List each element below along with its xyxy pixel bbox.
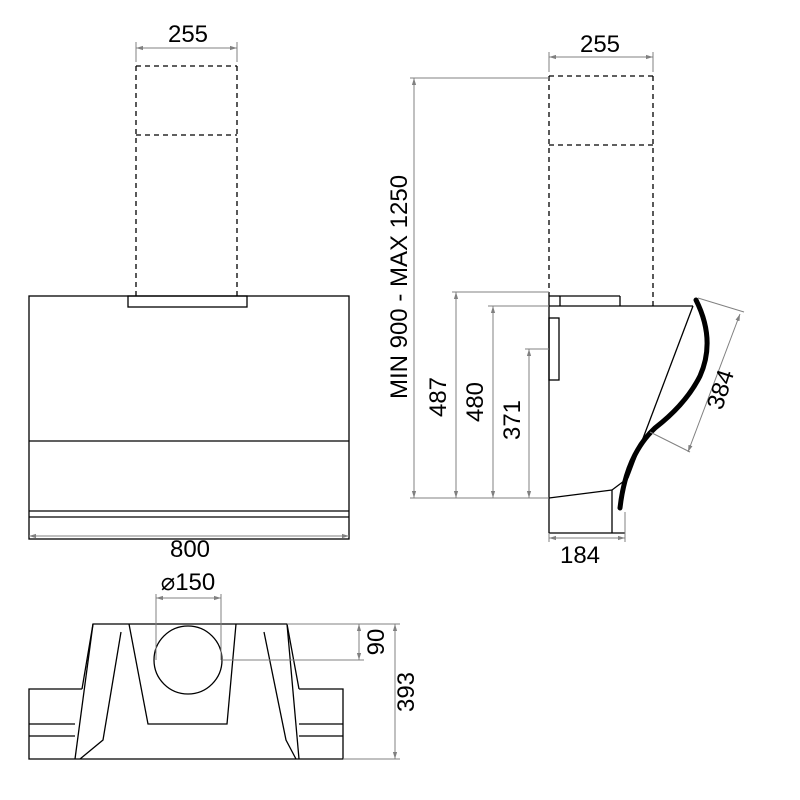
hood-width-dimension: 800	[29, 533, 349, 563]
height-371-dimension: 371	[499, 348, 549, 498]
duct-diameter-label: ⌀150	[161, 569, 216, 596]
top-depth-label: 393	[393, 672, 420, 712]
side-depth-label: 184	[560, 542, 600, 569]
side-view: 255 MIN 900 - MAX 1250	[386, 31, 745, 569]
side-depth-dimension: 184	[548, 512, 626, 569]
front-view: 255 800	[28, 21, 350, 563]
front-chimney-width-label: 255	[168, 21, 208, 48]
height-371-label: 371	[499, 400, 526, 440]
height-487-dimension: 487	[425, 291, 549, 498]
total-height-dimension: MIN 900 - MAX 1250	[386, 77, 549, 499]
front-chimney	[135, 65, 238, 296]
duct-offset-dimension: 90	[222, 623, 390, 661]
height-487-label: 487	[425, 377, 452, 417]
glass-length-label: 384	[702, 366, 740, 412]
curved-glass-panel	[617, 297, 710, 511]
side-chimney-width-label: 255	[580, 31, 620, 58]
front-hood-body	[28, 295, 350, 540]
hood-width-label: 800	[170, 536, 210, 563]
total-height-label: MIN 900 - MAX 1250	[386, 175, 413, 399]
side-chimney-width-dimension: 255	[548, 31, 654, 72]
front-chimney-width-dimension: 255	[135, 21, 238, 62]
top-view: ⌀150 90 393	[28, 569, 420, 760]
duct-offset-label: 90	[363, 629, 390, 656]
duct-outlet-circle	[153, 625, 223, 695]
duct-diameter-dimension: ⌀150	[155, 569, 222, 660]
top-depth-dimension: 393	[343, 623, 420, 760]
height-480-dimension: 480	[462, 305, 549, 498]
top-housing	[28, 623, 344, 760]
glass-length-dimension: 384	[649, 297, 745, 453]
top-duct-bay	[128, 623, 237, 725]
side-chimney	[548, 75, 654, 306]
height-480-label: 480	[462, 382, 489, 422]
